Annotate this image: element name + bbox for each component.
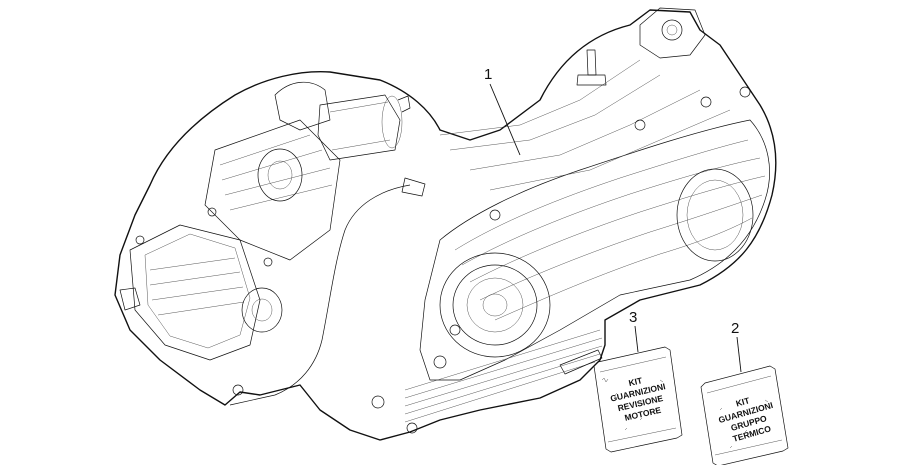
callout-1-label: 1 [484, 66, 492, 83]
callout-3-label: 3 [629, 309, 637, 326]
callout-3: 3 [629, 309, 639, 353]
callout-1: 1 [484, 66, 521, 156]
gasket-kit-motore-bag: KIT GUARNIZIONI REVISIONE MOTORE [593, 346, 683, 453]
bag-motore-line1: KIT [628, 375, 644, 388]
callout-2-leader [736, 336, 742, 373]
callout-3-leader [634, 325, 639, 353]
bag-gruppo-line1: KIT [735, 395, 752, 409]
engine-assembly [114, 7, 777, 441]
callout-1-leader [489, 83, 521, 156]
gasket-kit-gruppo-bag: KIT GUARNIZIONI GRUPPO TERMICO [700, 365, 789, 465]
callout-2-label: 2 [731, 320, 739, 337]
callout-2: 2 [731, 320, 742, 373]
